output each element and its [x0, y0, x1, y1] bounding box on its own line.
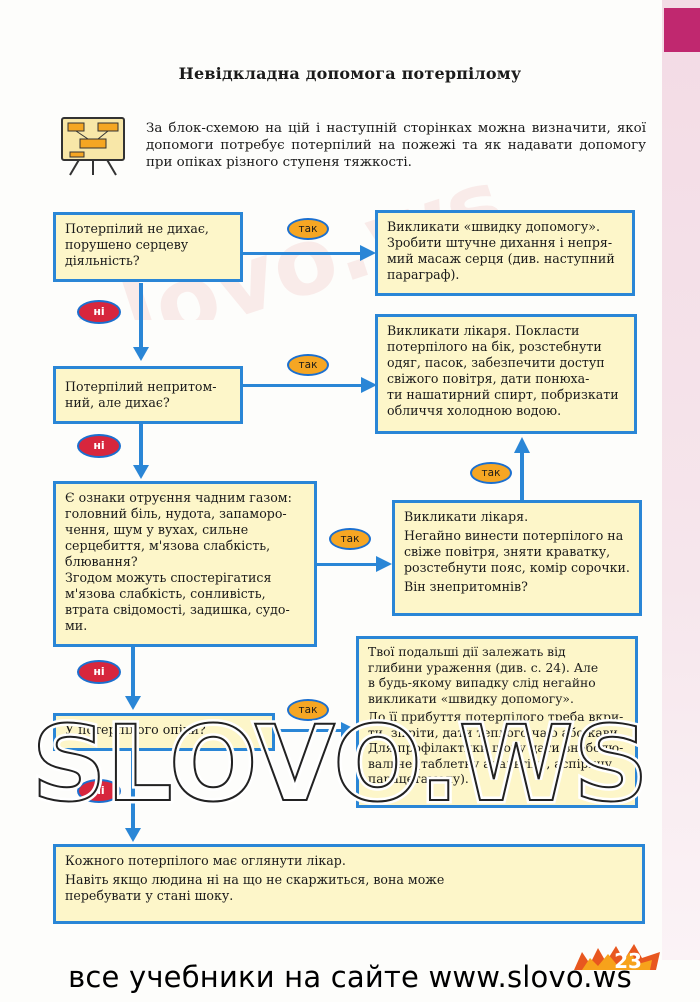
- a4-line: викликати «швидку допомогу».: [368, 691, 574, 706]
- arrowhead-final: [125, 828, 141, 842]
- q2-line: Потерпілий непритом-: [65, 379, 217, 394]
- question-carbon-monoxide: Є ознаки отруєння чадним газом: головний…: [53, 481, 317, 647]
- a3-line: свіже повітря, зняти краватку,: [404, 544, 611, 559]
- a3-line: розстебнути пояс, комір сорочки.: [404, 560, 630, 575]
- connector-q1-a1: [241, 252, 366, 255]
- yes-tag-4: так: [470, 462, 512, 484]
- final-line: перебувати у стані шоку.: [65, 888, 234, 903]
- a2-line: Викликати лікаря. Покласти: [387, 323, 580, 338]
- a4-part1: Твої подальші дії залежать від глибини у…: [368, 645, 626, 707]
- a4-line: До її прибуття потерпілого треба вкри-: [368, 710, 624, 724]
- connector-q2-q3: [139, 423, 143, 467]
- q4-text: У потерпілого опіки?: [65, 722, 206, 737]
- arrowhead-a2: [361, 377, 377, 393]
- a1-line: Викликати «швидку допомогу».: [387, 219, 600, 234]
- page-side-band: [662, 0, 700, 960]
- arrowhead-q3: [133, 465, 149, 479]
- a4-line: Для профілактики шоку дати знеболю-: [368, 741, 624, 755]
- a2-line: обличчя холодною водою.: [387, 403, 562, 418]
- a4-line: Твої подальші дії залежать від: [368, 645, 566, 659]
- yes-tag-2: так: [287, 354, 329, 376]
- a3-instructions: Негайно винести потерпілого на свіже пов…: [404, 528, 630, 576]
- question-not-breathing: Потерпілий не дихає, порушено серцеву ді…: [53, 212, 243, 282]
- action-call-ambulance-cpr: Викликати «швидку допомогу». Зробити шту…: [375, 210, 635, 296]
- arrowhead-a1: [360, 245, 376, 261]
- no-tag-3: ні: [77, 660, 121, 684]
- yes-tag-3: так: [329, 528, 371, 550]
- page-title: Невідкладна допомога потерпілому: [178, 64, 522, 83]
- a4-line: в будь-якому випадку слід негайно: [368, 676, 596, 690]
- a2-line: ти нашатирний спирт, побризкати: [387, 387, 619, 402]
- yes-tag-5: так: [287, 699, 329, 721]
- connector-a3-a2: [520, 452, 524, 500]
- action-fresh-air: Викликати лікаря. Негайно винести потерп…: [392, 500, 642, 616]
- flowchart-easel-icon: [61, 117, 125, 176]
- arrowhead-q2: [133, 347, 149, 361]
- arrowhead-a4: [341, 722, 357, 738]
- action-burn-care: Твої подальші дії залежать від глибини у…: [356, 636, 638, 808]
- question-burns: У потерпілого опіки?: [53, 713, 275, 751]
- arrowhead-a3: [376, 556, 392, 572]
- no-tag-4: ні: [77, 779, 121, 803]
- question-unconscious-breathing: Потерпілий непритом- ний, але дихає?: [53, 366, 243, 424]
- q1-line: порушено серцеву: [65, 237, 189, 252]
- action-call-doctor-recovery: Викликати лікаря. Покласти потерпілого н…: [375, 314, 637, 434]
- q2-line: ний, але дихає?: [65, 395, 170, 410]
- q3-line: серцебиття, м'язова слабкість,: [65, 538, 271, 553]
- no-tag-1: ні: [77, 300, 121, 324]
- q3-line: Згодом можуть спостерігатися: [65, 570, 272, 585]
- final-line2: Навіть якщо людина ні на що не скаржитьс…: [65, 872, 633, 904]
- arrowhead-q4: [125, 696, 141, 710]
- page-number-badge: 23: [574, 944, 660, 972]
- q3-line: чення, шум у вухах, сильне: [65, 522, 249, 537]
- final-doctor-check: Кожного потерпілого має оглянути лікар. …: [53, 844, 645, 924]
- connector-q3-a3: [316, 563, 381, 566]
- a4-line: парацетамолу).: [368, 772, 469, 786]
- chapter-tab: [664, 8, 700, 52]
- no-tag-2: ні: [77, 434, 121, 458]
- q3-line: Є ознаки отруєння чадним газом:: [65, 490, 292, 505]
- connector-q2-a2: [243, 384, 367, 387]
- q3-line: головний біль, нудота, запаморо-: [65, 506, 287, 521]
- a1-line: Зробити штучне дихання і непря-: [387, 235, 613, 250]
- connector-q3-q4: [131, 646, 135, 698]
- connector-q4-a4: [275, 729, 347, 732]
- arrowhead-a2-up: [514, 437, 530, 453]
- a2-line: одяг, пасок, забезпечити доступ: [387, 355, 605, 370]
- connector-q1-q2: [139, 283, 143, 349]
- watermark-text: SLOVO.WS: [32, 706, 649, 816]
- a4-part2: До її прибуття потерпілого треба вкри- т…: [368, 710, 626, 788]
- yes-tag-1: так: [287, 218, 329, 240]
- a4-line: ти, зігріти, дати теплого чаю або кави.: [368, 725, 622, 740]
- connector-q4-final: [131, 750, 135, 830]
- q3-line: м'язова слабкість, сонливість,: [65, 586, 266, 601]
- q3-line: ми.: [65, 618, 88, 633]
- a3-line: Негайно винести потерпілого на: [404, 528, 624, 543]
- q1-line: діяльність?: [65, 253, 140, 268]
- final-line: Навіть якщо людина ні на що не скаржитьс…: [65, 872, 445, 887]
- watermark-text-halo: SLOVO.WS: [32, 706, 649, 816]
- a4-line: глибини ураження (див. с. 24). Але: [368, 660, 599, 675]
- q3-line: втрата свідомості, задишка, судо-: [65, 602, 290, 617]
- a4-line: вальне (таблетку анальгіну, аспірину: [368, 756, 613, 771]
- final-line1: Кожного потерпілого має оглянути лікар.: [65, 853, 346, 868]
- intro-paragraph: За блок-схемою на цій і наступній сторін…: [146, 121, 646, 170]
- site-footer: все учебники на сайте www.slovo.ws: [68, 960, 632, 994]
- page-number: 23: [614, 949, 642, 972]
- q1-line: Потерпілий не дихає,: [65, 221, 209, 236]
- a1-line: параграф).: [387, 267, 460, 282]
- a2-line: свіжого повітря, дати понюха-: [387, 371, 590, 386]
- a3-call-doctor: Викликати лікаря.: [404, 509, 529, 524]
- q3-line: блювання?: [65, 554, 138, 569]
- slovo-watermark: SLOVO.WS SLOVO.WS: [28, 706, 652, 816]
- a3-question: Він знепритомнів?: [404, 579, 528, 594]
- a1-line: мий масаж серця (див. наступний: [387, 251, 615, 266]
- a2-line: потерпілого на бік, розстебнути: [387, 339, 602, 354]
